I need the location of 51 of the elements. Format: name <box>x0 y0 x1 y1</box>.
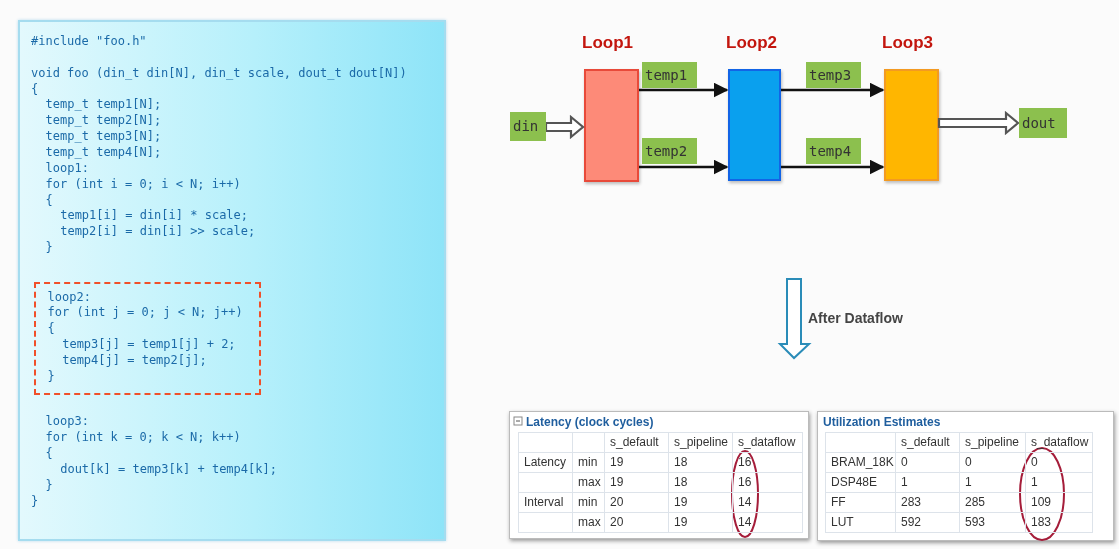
code-line: temp_t temp4[N]; <box>45 144 162 160</box>
code-line: temp_t temp1[N]; <box>45 97 162 113</box>
code-line: { <box>45 192 53 208</box>
table-cell: 14 <box>732 512 803 533</box>
code-line: temp4[j] = temp2[j]; <box>62 353 207 368</box>
signal-label: dout <box>1019 108 1067 138</box>
column-header: s_dataflow <box>1025 432 1093 453</box>
code-line: temp_t temp3[N]; <box>45 129 162 145</box>
arrow <box>781 82 885 98</box>
code-line: loop1: <box>45 160 89 176</box>
code-panel <box>18 20 446 541</box>
edge-label: temp1 <box>642 62 697 88</box>
edge-label: temp2 <box>642 138 697 164</box>
code-line: } <box>47 368 55 384</box>
code-line: { <box>45 446 53 462</box>
code-line: loop3: <box>45 414 89 430</box>
loop-title: Loop2 <box>726 33 777 53</box>
hollow-arrow <box>937 110 1020 136</box>
table-title: Latency (clock cycles) <box>526 415 654 429</box>
code-line: temp1[i] = din[i] * scale; <box>60 208 249 224</box>
column-header: s_dataflow <box>732 432 803 453</box>
table-title: Utilization Estimates <box>823 415 941 429</box>
code-line: for (int i = 0; i < N; i++) <box>45 176 241 192</box>
code-line: loop2: <box>47 289 91 305</box>
code-line: temp_t temp2[N]; <box>45 113 162 129</box>
code-line: for (int j = 0; j < N; j++) <box>47 305 243 321</box>
code-line: void foo (din_t din[N], din_t scale, dout_t dout[N]) <box>31 65 407 81</box>
code-line: for (int k = 0; k < N; k++) <box>45 430 241 446</box>
table-cell: LUT <box>825 512 896 533</box>
code-line: } <box>45 240 53 256</box>
table-cell: BRAM_18K <box>825 452 896 473</box>
edge-label: temp4 <box>806 138 861 164</box>
table-cell: 183 <box>1025 512 1093 533</box>
code-line: { <box>31 81 39 97</box>
highlight-frame <box>34 282 261 395</box>
signal-label: din <box>510 112 546 141</box>
code-line: temp2[i] = din[i] >> scale; <box>60 224 256 240</box>
arrow <box>781 159 885 175</box>
code-line: { <box>47 321 55 337</box>
code-line: dout[k] = temp3[k] + temp4[k]; <box>60 461 277 477</box>
loop-title: Loop1 <box>582 33 633 53</box>
edge-label: temp3 <box>806 62 861 88</box>
loop-title: Loop3 <box>882 33 933 53</box>
code-line: } <box>45 477 53 493</box>
code-line: } <box>31 493 39 509</box>
code-line: temp3[j] = temp1[j] + 2; <box>62 337 236 353</box>
caption-text: After Dataflow <box>808 310 903 326</box>
arrow <box>639 159 729 175</box>
hollow-arrow <box>544 114 585 140</box>
code-line: #include "foo.h" <box>31 34 147 49</box>
arrow <box>639 82 729 98</box>
